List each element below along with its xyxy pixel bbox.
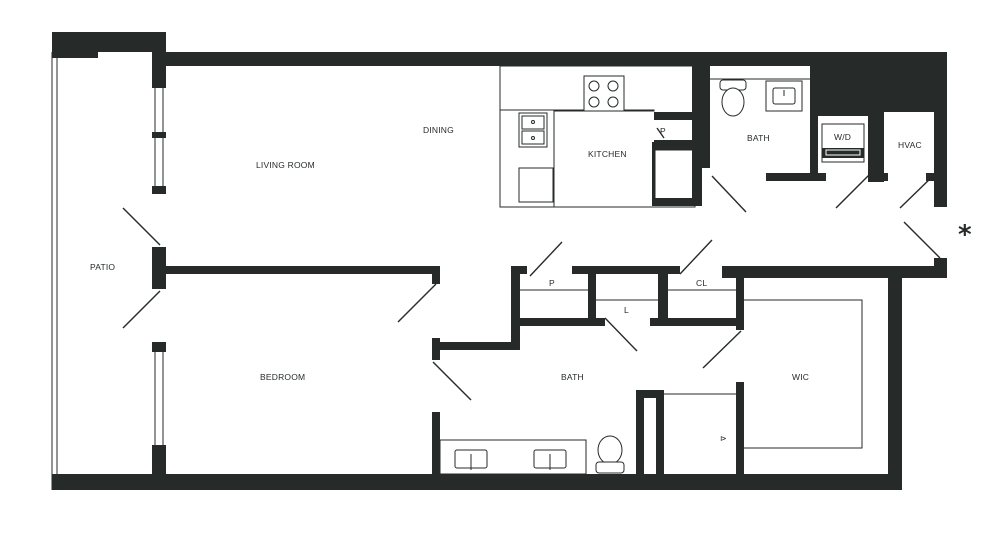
wic-shelving (744, 299, 863, 449)
label-dining: DINING (423, 125, 454, 135)
label-bedroom: BEDROOM (260, 372, 305, 382)
bedroom-east-wall-stub (432, 266, 440, 284)
label-washer-dryer: W/D (834, 132, 851, 142)
label-patio: PATIO (90, 262, 115, 272)
svg-text:⊳: ⊳ (720, 434, 727, 443)
label-bath-lower: BATH (561, 372, 584, 382)
kitchen-elements (499, 65, 702, 208)
label-bath-upper: BATH (747, 133, 770, 143)
exterior-walls (51, 32, 947, 490)
bedroom-north-wall (152, 266, 440, 274)
label-kitchen: KITCHEN (588, 149, 627, 159)
door-swings (122, 127, 941, 401)
label-linen: L (624, 305, 629, 315)
living-west-wall (152, 32, 166, 475)
entry-marker: * (958, 220, 972, 250)
label-living-room: LIVING ROOM (256, 160, 315, 170)
label-pantry-kitchen: P (660, 126, 666, 136)
bath-fixtures: ⊳ (439, 434, 727, 475)
utility-walls (702, 66, 938, 182)
hall-walls (432, 266, 744, 476)
label-closet: CL (696, 278, 707, 288)
label-hvac: HVAC (898, 140, 922, 150)
label-wic: WIC (792, 372, 809, 382)
label-pantry-hall: P (549, 278, 555, 288)
